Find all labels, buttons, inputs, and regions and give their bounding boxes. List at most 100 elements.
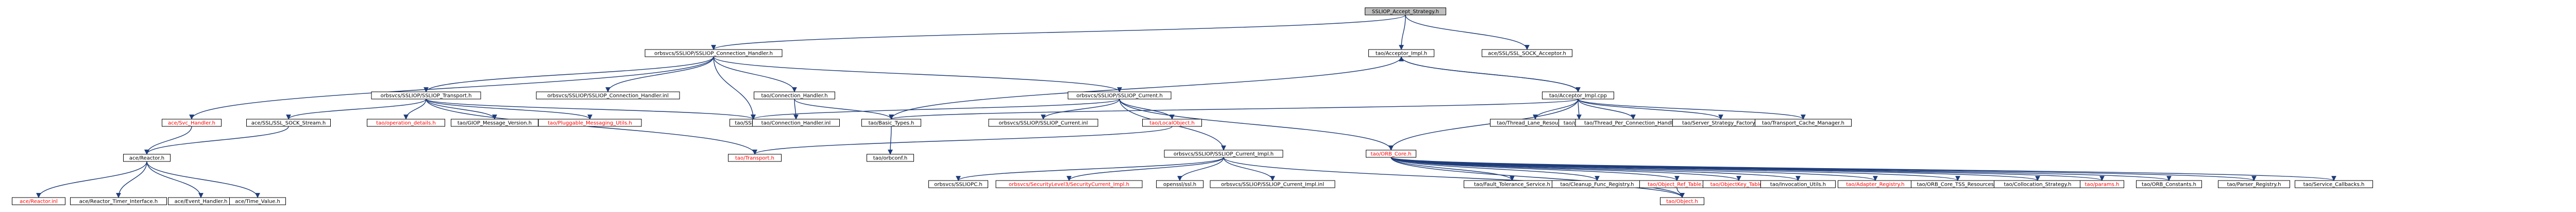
node-label: orbsvcs/SSLIOPC.h xyxy=(934,182,982,188)
node-box xyxy=(1365,7,1446,15)
edge-current-impl-h-to-openssl xyxy=(1177,157,1224,181)
node-current-impl-h[interactable]: orbsvcs/SSLIOP/SSLIOP_Current_Impl.h xyxy=(1164,150,1283,158)
node-adapter-registry[interactable]: tao/Adapter_Registry.h xyxy=(1838,180,1913,188)
edge-current-impl-h-to-orbsvcs-sslioc xyxy=(956,157,1224,181)
edge-transport-h-to-giop-msg-ver xyxy=(426,99,497,120)
node-local-object[interactable]: tao/LocalObject.h xyxy=(1142,119,1202,127)
node-box xyxy=(538,119,642,127)
node-cleanup-func[interactable]: tao/Cleanup_Func_Registry.h xyxy=(1552,180,1642,188)
node-label: ace/Reactor.h xyxy=(129,156,164,161)
node-root[interactable]: SSLIOP_Accept_Strategy.h xyxy=(1365,7,1446,15)
node-parser-registry[interactable]: tao/Parser_Registry.h xyxy=(2218,180,2290,188)
node-box xyxy=(1156,180,1204,188)
edge-acc-impl-cpp-to-debug-h xyxy=(1577,99,1582,120)
node-box xyxy=(1482,49,1572,57)
node-ssl-sock-stream[interactable]: ace/SSL/SSL_SOCK_Stream.h xyxy=(246,119,331,127)
node-thread-lane[interactable]: tao/Thread_Lane_Resources.h xyxy=(1490,119,1581,127)
node-label: tao/GIOP_Message_Version.h xyxy=(457,121,532,126)
node-label: openssl/ssl.h xyxy=(1163,182,1196,188)
node-label: ace/Reactor.inl xyxy=(20,199,58,205)
node-connection-handler-inl[interactable]: tao/Connection_Handler.inl xyxy=(752,119,840,127)
node-openssl[interactable]: openssl/ssl.h xyxy=(1156,180,1204,188)
node-label: tao/Parser_Registry.h xyxy=(2227,182,2281,188)
node-label: tao/Acceptor_Impl.cpp xyxy=(1549,93,1607,99)
node-svc-handler[interactable]: ace/Svc_Handler.h xyxy=(162,119,222,127)
node-ace-reactor-inl[interactable]: ace/Reactor.inl xyxy=(12,197,65,205)
node-box xyxy=(1210,180,1335,188)
edge-root-to-acc-impl-h xyxy=(1399,14,1406,50)
node-box xyxy=(988,119,1098,127)
node-service-callbacks[interactable]: tao/Service_Callbacks.h xyxy=(2295,180,2373,188)
node-label: orbsvcs/SSLIOP/SSLIOP_Transport.h xyxy=(381,93,472,99)
node-invocation-utils[interactable]: tao/Invocation_Utils.h xyxy=(1760,180,1836,188)
node-box xyxy=(752,119,840,127)
node-taosysconf[interactable]: tao/orbconf.h xyxy=(867,154,914,162)
node-label: orbsvcs/SSLIOP/SSLIOP_Current.inl xyxy=(998,121,1088,126)
edge-orb-core-to-parser-registry xyxy=(1391,157,2257,181)
node-reactor-timer[interactable]: ace/Reactor_Timer_Interface.h xyxy=(70,197,167,205)
edge-current-h-to-local-object xyxy=(1119,99,1175,120)
node-box xyxy=(2080,180,2124,188)
edge-transport-h-to-op-details xyxy=(403,99,427,120)
node-op-details[interactable]: tao/operation_details.h xyxy=(367,119,445,127)
node-current-inl[interactable]: orbsvcs/SSLIOP/SSLIOP_Current.inl xyxy=(988,119,1098,127)
edge-conn-h-to-conn-handler-inl xyxy=(605,56,714,92)
node-current-impl-inl[interactable]: orbsvcs/SSLIOP/SSLIOP_Current_Impl.inl xyxy=(1210,180,1335,188)
edge-orb-core-to-adapter-registry xyxy=(1391,157,1878,181)
node-label: tao/Invocation_Utils.h xyxy=(1770,182,1826,188)
edge-ssl-sock-stream-to-reactor xyxy=(144,126,289,155)
node-box xyxy=(162,119,222,127)
node-box xyxy=(861,119,921,127)
node-label: tao/Thread_Lane_Resources.h xyxy=(1497,121,1573,126)
node-label: tao/orbconf.h xyxy=(873,156,907,161)
node-label: ace/Svc_Handler.h xyxy=(168,121,215,126)
edge-conn-h-to-current-h xyxy=(713,56,1122,92)
node-security-ssl3[interactable]: orbsvcs/SecurityLevel3/SecurityCurrent_I… xyxy=(995,180,1143,188)
node-object-h[interactable]: tao/Object.h xyxy=(1660,197,1704,205)
node-label: orbsvcs/SSLIOP/SSLIOP_Current.h xyxy=(1076,93,1162,99)
edge-orb-core-to-object-h xyxy=(1391,157,1685,198)
node-label: tao/Adapter_Registry.h xyxy=(1846,182,1904,188)
node-transport-h[interactable]: orbsvcs/SSLIOP/SSLIOP_Transport.h xyxy=(371,91,481,100)
node-time-value[interactable]: ace/Time_Value.h xyxy=(229,197,286,205)
node-box xyxy=(1542,91,1614,100)
node-conn-handler-inl[interactable]: orbsvcs/SSLIOP/SSLIOP_Connection_Handler… xyxy=(536,91,680,100)
edge-acc-impl-cpp-to-thread-lane xyxy=(1533,99,1579,120)
node-ace-sock-acc[interactable]: ace/SSL/SSL_SOCK_Acceptor.h xyxy=(1482,49,1572,57)
node-orb-core-tss[interactable]: tao/ORB_Core_TSS_Resources.h xyxy=(1911,180,2005,188)
node-box xyxy=(928,180,988,188)
node-acc-impl-cpp[interactable]: tao/Acceptor_Impl.cpp xyxy=(1542,91,1614,100)
node-params-h[interactable]: tao/params.h xyxy=(2080,180,2124,188)
node-current-h[interactable]: orbsvcs/SSLIOP/SSLIOP_Current.h xyxy=(1067,91,1172,100)
node-collocation[interactable]: tao/Collocation_Strategy.h xyxy=(1994,180,2081,188)
node-transport-cache[interactable]: tao/Transport_Cache_Manager.h xyxy=(1755,119,1852,127)
node-orb-core[interactable]: tao/ORB_Core.h xyxy=(1366,150,1416,158)
node-acc-impl-h[interactable]: tao/Acceptor_Impl.h xyxy=(1368,49,1434,57)
node-objkey-table[interactable]: tao/ObjectKey_Table.h xyxy=(1703,180,1775,188)
node-pluggable-utils[interactable]: tao/Pluggable_Messaging_Utils.h xyxy=(538,119,642,127)
node-label: tao/Transport_Cache_Manager.h xyxy=(1762,121,1844,126)
edge-acc-impl-cpp-to-acc-impl-h xyxy=(1399,56,1579,92)
edge-tao-conn-handler-to-basic-types xyxy=(794,99,894,120)
edge-conn-h-to-svc-handler xyxy=(189,56,714,120)
node-basic-types[interactable]: tao/Basic_Types.h xyxy=(861,119,921,127)
node-box xyxy=(1755,119,1852,127)
node-orb-constants[interactable]: tao/ORB_Constants.h xyxy=(2136,180,2202,188)
node-giop-msg-ver[interactable]: tao/GIOP_Message_Version.h xyxy=(451,119,538,127)
node-box xyxy=(645,49,783,57)
edge-transport-h-to-ssl-sock-stream xyxy=(286,99,427,120)
edge-acc-impl-cpp-to-server-strategy xyxy=(1578,99,1723,120)
node-reactor[interactable]: ace/Reactor.h xyxy=(123,154,171,162)
node-server-strategy[interactable]: tao/Server_Strategy_Factory.h xyxy=(1672,119,1769,127)
node-conn-h[interactable]: orbsvcs/SSLIOP/SSLIOP_Connection_Handler… xyxy=(645,49,783,57)
node-orbsvcs-sslioc[interactable]: orbsvcs/SSLIOPC.h xyxy=(928,180,988,188)
node-label: tao/Thread_Per_Connection_Handler.h xyxy=(1584,121,1682,126)
edge-orb-core-to-service-callbacks xyxy=(1391,157,2336,181)
edge-conn-h-to-transport-h xyxy=(423,56,714,92)
node-tao-conn-handler[interactable]: tao/Connection_Handler.h xyxy=(754,91,835,100)
node-box xyxy=(1660,197,1704,205)
node-event-handler[interactable]: ace/Event_Handler.h xyxy=(168,197,234,205)
node-fault-tol[interactable]: tao/Fault_Tolerance_Service.h xyxy=(1464,180,1561,188)
node-box xyxy=(536,91,680,100)
node-tao-transport[interactable]: tao/Transport.h xyxy=(728,154,782,162)
